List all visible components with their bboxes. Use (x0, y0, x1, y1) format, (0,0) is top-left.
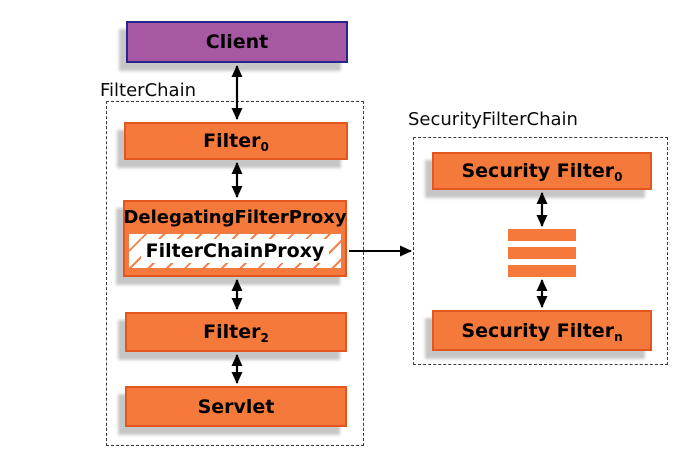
client-box: Client (126, 21, 348, 63)
security-filter-ellipsis-bar-2 (508, 247, 576, 259)
security-filter0-subscript: 0 (614, 170, 623, 184)
security-filter-chain-title: SecurityFilterChain (408, 109, 578, 130)
security-filter0-label: Security Filter (461, 160, 615, 182)
security-filtern-subscript: n (614, 329, 623, 344)
filter0-label: Filter (203, 130, 261, 152)
security-filtern-label: Security Filter (461, 319, 615, 342)
client-label: Client (205, 31, 269, 53)
filter-chain-title: FilterChain (100, 80, 196, 101)
filter-chain-proxy-label: FilterChainProxy (140, 239, 330, 263)
filter2-subscript: 2 (260, 331, 269, 345)
delegating-filter-proxy-label: DelegatingFilterProxy (123, 207, 347, 228)
filter0-subscript: 0 (260, 140, 269, 154)
filter2-label: Filter (203, 321, 261, 343)
security-filter-chain-container (413, 137, 668, 365)
delegating-filter-proxy-box: DelegatingFilterProxy FilterChainProxy (123, 200, 347, 277)
security-filter-ellipsis-bar-3 (508, 265, 576, 277)
servlet-label: Servlet (197, 395, 275, 418)
security-filter-ellipsis-bar-1 (508, 229, 576, 241)
filter-chain-proxy-box: FilterChainProxy (127, 232, 343, 270)
servlet-box: Servlet (125, 386, 347, 427)
